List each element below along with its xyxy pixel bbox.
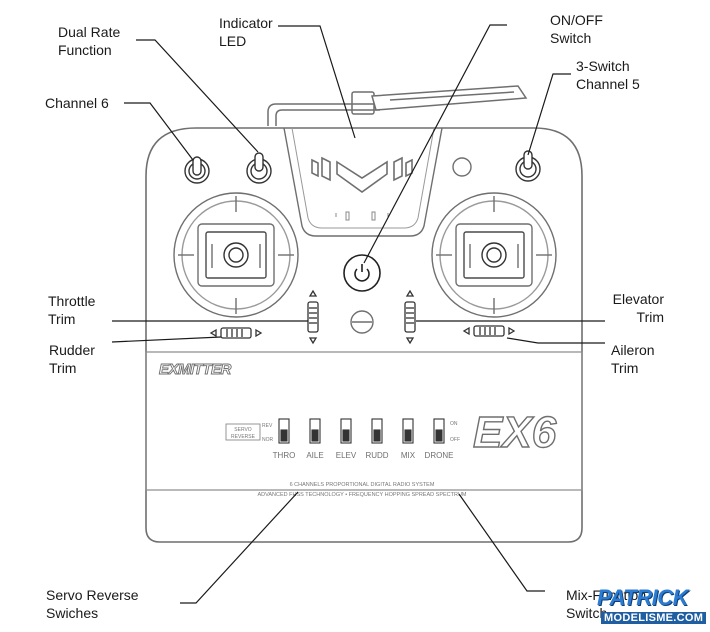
center-knob: [350, 310, 374, 334]
label-on-off: ON/OFF Switch: [550, 11, 603, 47]
brand-text: EXMITTER: [159, 361, 232, 378]
aileron-trim-slider: [462, 325, 516, 337]
antenna: [267, 85, 528, 126]
label-dual-rate: Dual Rate Function: [58, 23, 120, 59]
label-aileron-trim-line1: Aileron: [611, 342, 655, 358]
round-button: [452, 157, 472, 177]
toggle-switches: [184, 150, 541, 184]
dip-switches: [278, 418, 445, 444]
watermark-top: PATRICK: [597, 585, 689, 610]
switch-name-aile: AILE: [306, 451, 323, 460]
left-gimbal: [173, 192, 299, 318]
servo-reverse-tag: [225, 423, 261, 441]
label-servo-reverse-line1: Servo Reverse: [46, 587, 139, 603]
label-on-off-line1: ON/OFF: [550, 12, 603, 28]
label-mix-function-line2: Switch: [566, 605, 608, 621]
label-rudder-trim-line1: Rudder: [49, 342, 95, 358]
led-logo: [311, 156, 413, 193]
switch-name-thro: THRO: [273, 451, 296, 460]
label-rudder-trim-line2: Trim: [49, 360, 77, 376]
label-indicator-led-line2: LED: [219, 33, 247, 49]
servo-reverse-tag-line2: REVERSE: [231, 434, 256, 440]
switch-state-off: OFF: [450, 437, 460, 443]
switch-name-elev: ELEV: [336, 451, 357, 460]
label-three-switch-line1: 3-Switch: [576, 58, 630, 74]
label-dual-rate-line2: Function: [58, 42, 112, 58]
label-elevator-trim-line2: Trim: [636, 309, 664, 325]
label-three-switch-line2: Channel 5: [576, 76, 640, 92]
label-indicator-led-line1: Indicator: [219, 15, 273, 31]
switch-name-rudd: RUDD: [365, 451, 388, 460]
label-throttle-trim-line2: Trim: [48, 311, 76, 327]
switch-state-rev: REV: [262, 423, 273, 429]
right-gimbal: [431, 192, 557, 318]
servo-reverse-tag-line1: SERVO: [234, 427, 252, 433]
switch-state-nor: NOR: [262, 437, 274, 443]
label-mix-function-line1: Mix-Function: [566, 587, 647, 603]
label-servo-reverse-line2: Swiches: [46, 605, 99, 621]
leader-lines: [111, 24, 605, 604]
label-throttle-trim-line1: Throttle: [48, 293, 96, 309]
switch-name-mix: MIX: [401, 451, 416, 460]
status-leds: [335, 211, 389, 221]
label-throttle-trim: Throttle Trim: [48, 292, 95, 328]
watermark-logo: PATRICK MODELISME.COM: [597, 585, 709, 631]
watermark-bottom: MODELISME.COM: [601, 612, 707, 624]
label-indicator-led: Indicator LED: [219, 14, 273, 50]
switch-state-on: ON: [450, 421, 458, 427]
tagline-line2: ADVANCED FHSS TECHNOLOGY • FREQUENCY HOP…: [257, 492, 466, 498]
label-aileron-trim-line2: Trim: [611, 360, 639, 376]
label-channel-6: Channel 6: [45, 94, 109, 112]
power-button: [343, 254, 381, 292]
switch-name-drone: DRONE: [425, 451, 454, 460]
rudder-trim-slider: [209, 327, 263, 339]
lower-panel: [145, 351, 583, 491]
label-servo-reverse: Servo Reverse Swiches: [46, 586, 139, 622]
label-aileron-trim: Aileron Trim: [611, 341, 655, 377]
label-mix-function: Mix-Function Switch: [566, 586, 646, 622]
label-rudder-trim: Rudder Trim: [49, 341, 95, 377]
throttle-trim-slider: [307, 289, 319, 345]
elevator-trim-slider: [404, 289, 416, 345]
label-three-switch: 3-Switch Channel 5: [576, 57, 640, 93]
label-dual-rate-line1: Dual Rate: [58, 24, 121, 40]
model-text: EX6: [473, 408, 557, 457]
label-channel-6-line1: Channel 6: [45, 95, 109, 111]
tagline-line1: 6 CHANNELS PROPORTIONAL DIGITAL RADIO SY…: [290, 482, 435, 488]
label-elevator-trim: Elevator Trim: [600, 290, 664, 326]
label-elevator-trim-line1: Elevator: [612, 291, 664, 307]
face-recess: [283, 127, 443, 237]
label-on-off-line2: Switch: [550, 30, 592, 46]
